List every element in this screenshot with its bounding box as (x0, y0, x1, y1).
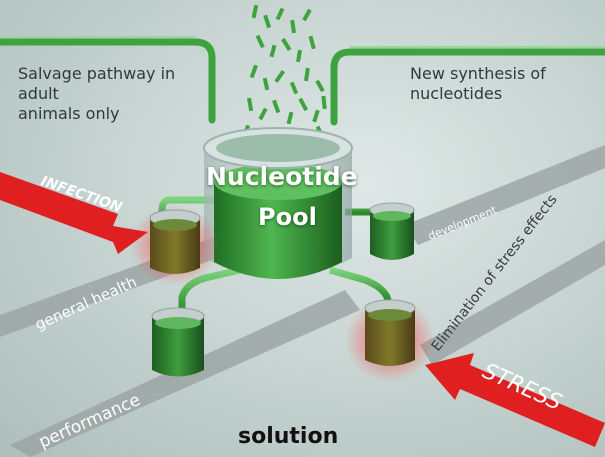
new-synthesis-line-1: New synthesis of (410, 64, 546, 83)
synthesis-pipe (330, 48, 605, 126)
performance-label: performance (36, 390, 144, 453)
pool-title-line-1: Nucleotide (206, 162, 358, 191)
nucleotide-pool-tank (203, 127, 353, 279)
salvage-line-2: animals only (18, 104, 120, 123)
falling-nucleotides (241, 4, 327, 143)
pipe-performance-tank (178, 266, 241, 312)
pool-title-line-2: Pool (258, 203, 317, 231)
strip-development (405, 145, 605, 245)
stress-tank (345, 298, 435, 382)
pipe-stress-tank (329, 266, 392, 302)
new-synthesis-line-2: nucleotides (410, 84, 503, 103)
infection-arrow: INFECTION (0, 172, 148, 254)
new-synthesis-label: New synthesis of nucleotides (410, 64, 560, 104)
salvage-pathway-label: Salvage pathway in adult animals only (18, 64, 218, 124)
development-tank (369, 202, 415, 260)
strip-elimination (420, 240, 605, 365)
salvage-line-1: Salvage pathway in adult (18, 64, 176, 103)
infection-tank (130, 205, 220, 285)
caption-text: solution (238, 424, 339, 449)
performance-tank (151, 307, 205, 377)
salvage-pipe (0, 38, 216, 124)
stress-arrow: STRESS (425, 353, 605, 447)
